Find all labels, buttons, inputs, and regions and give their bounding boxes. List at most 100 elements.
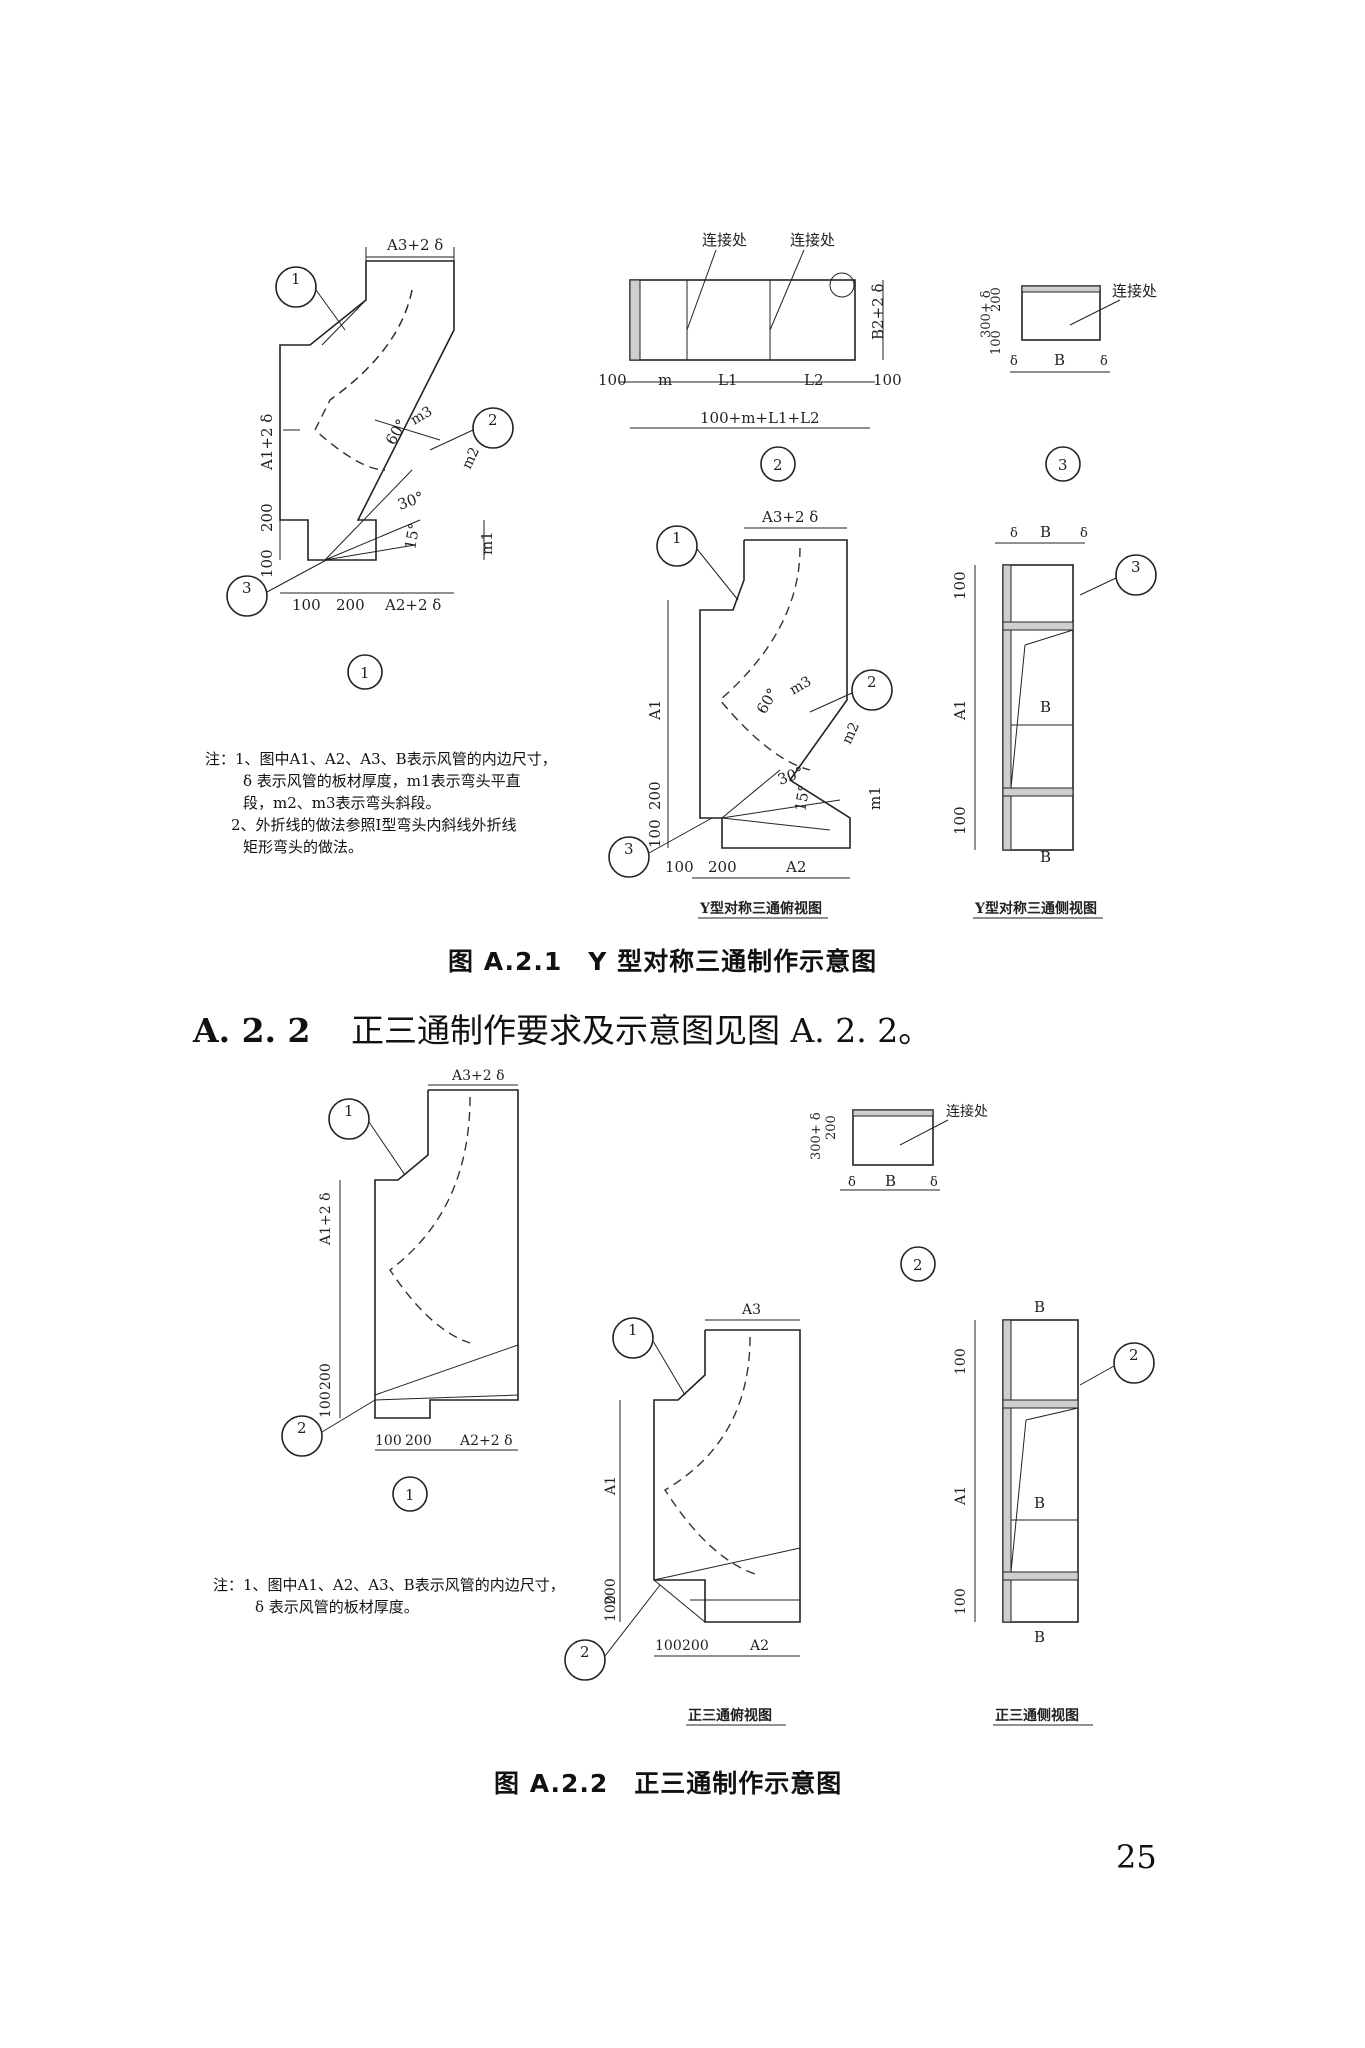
fig1-note-line: 2、外折线的做法参照Ⅰ型弯头内斜线外折线 (231, 816, 517, 834)
svg-text:2: 2 (297, 1419, 307, 1437)
svg-text:3: 3 (242, 579, 252, 597)
svg-text:δ: δ (1010, 526, 1018, 541)
svg-text:A2: A2 (749, 1638, 769, 1654)
svg-text:100: 100 (953, 1588, 969, 1615)
fig1-note-line: 矩形弯头的做法。 (243, 838, 364, 856)
svg-text:B: B (1040, 523, 1051, 541)
svg-text:200: 200 (708, 858, 737, 876)
fig1-caption: 图 A.2.1 Y 型对称三通制作示意图 (448, 947, 878, 976)
svg-text:100: 100 (951, 806, 969, 835)
svg-text:B: B (885, 1172, 896, 1190)
fig1-note-line: 段，m2、m3表示弯头斜段。 (243, 794, 441, 812)
svg-text:100: 100 (953, 1348, 969, 1375)
svg-text:15°: 15° (791, 783, 813, 812)
fig2-view1-drawing: A3+2 δ A1+2 δ 200 100 100 200 A2+2 δ 1 2… (281, 1068, 519, 1512)
svg-text:B: B (1054, 351, 1065, 369)
svg-text:正三通侧视图: 正三通侧视图 (995, 1707, 1079, 1724)
fig2-note-line: 注：1、图中A1、A2、A3、B表示风管的内边尺寸， (213, 1576, 565, 1594)
svg-text:2: 2 (1129, 1346, 1139, 1364)
svg-text:1: 1 (291, 270, 301, 288)
svg-text:A1: A1 (603, 1476, 619, 1496)
svg-text:m2: m2 (839, 720, 863, 747)
svg-text:m1: m1 (478, 531, 496, 555)
svg-text:200: 200 (318, 1363, 334, 1390)
svg-text:B: B (1040, 848, 1051, 866)
svg-text:30°: 30° (395, 488, 426, 514)
svg-text:3: 3 (624, 840, 634, 858)
svg-text:100: 100 (665, 858, 694, 876)
svg-text:m1: m1 (866, 786, 884, 810)
svg-text:3: 3 (1131, 558, 1141, 576)
fig2-notes: 注：1、图中A1、A2、A3、B表示风管的内边尺寸， δ 表示风管的板材厚度。 (213, 1574, 565, 1618)
fig1-top-view-drawing: A3+2 δ A1 200 100 100 200 A2 60° 30° 15°… (608, 508, 893, 919)
svg-text:m: m (658, 371, 672, 389)
svg-text:L2: L2 (804, 371, 824, 389)
svg-text:100: 100 (873, 371, 902, 389)
svg-text:3: 3 (1058, 456, 1068, 474)
svg-text:200: 200 (603, 1578, 619, 1605)
fig2-view2-drawing: 连接处 300+ δ 200 δ B δ 2 (809, 1103, 988, 1282)
page-number: 25 (1116, 1838, 1157, 1876)
svg-text:δ: δ (1080, 526, 1088, 541)
fig2-top-view-drawing: A3 A1 200 100 100 200 A2 1 2 正三通俯视图 (564, 1302, 801, 1726)
fig1-notes: 注：1、图中A1、A2、A3、B表示风管的内边尺寸， δ 表示风管的板材厚度，m… (205, 748, 557, 858)
svg-text:A1+2 δ: A1+2 δ (258, 414, 276, 471)
svg-text:100: 100 (951, 571, 969, 600)
fig1-side-view-drawing: B δ δ B 100 A1 100 B 3 Y型对称三通侧视图 (951, 523, 1157, 919)
section-number: A. 2. 2 (193, 1011, 311, 1050)
svg-text:1: 1 (672, 529, 682, 547)
svg-text:m3: m3 (787, 674, 814, 699)
svg-text:100: 100 (989, 330, 1004, 355)
svg-text:A2+2 δ: A2+2 δ (384, 596, 441, 614)
svg-text:200: 200 (824, 1115, 839, 1140)
svg-text:A3+2 δ: A3+2 δ (386, 236, 443, 254)
svg-text:15°: 15° (401, 521, 423, 550)
svg-text:B: B (1034, 1298, 1045, 1316)
svg-text:200: 200 (336, 596, 365, 614)
svg-text:连接处: 连接处 (790, 231, 835, 249)
svg-text:A3: A3 (741, 1302, 761, 1318)
svg-text:100: 100 (655, 1638, 682, 1654)
svg-text:δ: δ (1010, 354, 1018, 369)
svg-text:B: B (1034, 1494, 1045, 1512)
svg-text:B: B (1034, 1628, 1045, 1646)
section-heading: A. 2. 2 正三通制作要求及示意图见图 A. 2. 2。 (193, 1004, 931, 1052)
svg-text:A3+2 δ: A3+2 δ (451, 1068, 505, 1084)
svg-text:2: 2 (867, 673, 877, 691)
svg-text:100: 100 (598, 371, 627, 389)
fig1-note-line: 注：1、图中A1、A2、A3、B表示风管的内边尺寸， (205, 750, 557, 768)
svg-text:δ: δ (930, 1175, 938, 1190)
svg-text:δ: δ (1100, 354, 1108, 369)
svg-text:δ: δ (848, 1175, 856, 1190)
svg-text:100: 100 (318, 1391, 334, 1418)
svg-text:2: 2 (773, 456, 783, 474)
svg-text:Y型对称三通俯视图: Y型对称三通俯视图 (699, 900, 822, 917)
svg-text:1: 1 (628, 1321, 638, 1339)
svg-text:100: 100 (375, 1433, 402, 1449)
fig2-caption: 图 A.2.2 正三通制作示意图 (494, 1769, 843, 1798)
svg-text:A2+2 δ: A2+2 δ (459, 1433, 513, 1449)
section-text: 正三通制作要求及示意图见图 A. 2. 2。 (350, 1011, 932, 1050)
svg-text:1: 1 (405, 1486, 415, 1504)
svg-text:L1: L1 (718, 371, 738, 389)
svg-text:A1: A1 (953, 1486, 969, 1506)
svg-text:60°: 60° (753, 685, 782, 717)
svg-text:200: 200 (258, 503, 276, 532)
svg-text:2: 2 (913, 1256, 923, 1274)
svg-text:100: 100 (603, 1595, 619, 1622)
svg-text:200: 200 (405, 1433, 432, 1449)
svg-text:A1: A1 (951, 700, 969, 721)
svg-text:连接处: 连接处 (702, 231, 747, 249)
svg-text:200: 200 (989, 287, 1004, 312)
svg-text:连接处: 连接处 (1112, 282, 1157, 300)
svg-text:正三通俯视图: 正三通俯视图 (688, 1707, 772, 1724)
svg-text:B2+2 δ: B2+2 δ (869, 284, 887, 340)
svg-text:100: 100 (646, 819, 664, 848)
svg-text:100: 100 (258, 549, 276, 578)
svg-text:m2: m2 (459, 445, 483, 472)
svg-text:60°: 60° (382, 416, 411, 448)
svg-text:A2: A2 (785, 858, 806, 876)
svg-text:Y型对称三通侧视图: Y型对称三通侧视图 (974, 900, 1097, 917)
svg-text:m3: m3 (408, 404, 435, 429)
svg-text:2: 2 (580, 1643, 590, 1661)
